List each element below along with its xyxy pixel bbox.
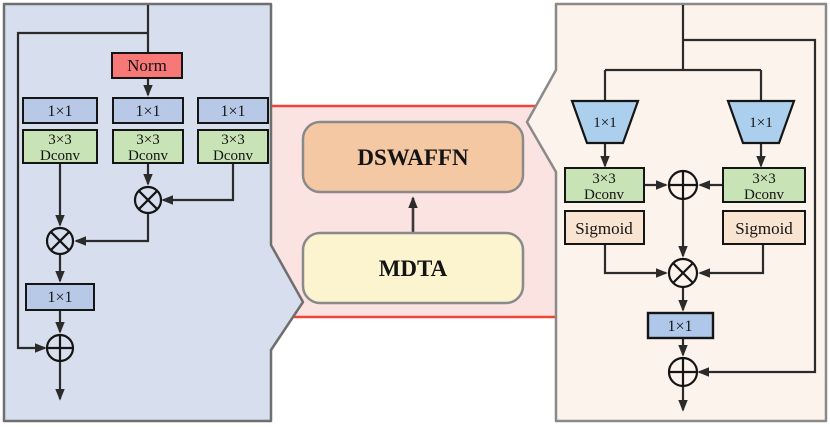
conv1x1-right-label: 1×1 [220,103,245,120]
norm-label: Norm [127,56,167,75]
add-op-residual-plus-icon [669,358,697,386]
dconv-left-label-line2: Dconv [40,148,80,164]
sigmoid-right-box [722,210,806,245]
conv1x1-right-box [197,97,269,124]
conv1x1-out-label: 1×1 [47,289,72,306]
dconv-mid-label-line2: Dconv [128,148,168,164]
sigmoid-right-to-multiply-arrow [698,244,765,278]
right-dconv-to-mul1-arrow [161,163,235,205]
conv1x1-mid-label: 1×1 [135,103,160,120]
mul1-to-mul2-arrow [74,213,150,246]
conv1x1-fuse-label: 1×1 [667,318,692,335]
dswaffn-skip-connection [683,38,817,377]
conv1x1-out-box [25,283,95,311]
trapezoid-left-label: 1×1 [593,115,616,131]
multiply-op-2-cross-icon [50,231,70,251]
conv1x1-trapezoid-right [726,99,796,145]
dconv-gate-right-line2: Dconv [744,187,784,203]
dswaffn-split-lines [603,68,763,100]
multiply-op-gate-cross-icon [672,262,694,284]
conv1x1-fuse-box [646,311,715,340]
mdta-flow-lines [16,5,235,401]
conv1x1-left-box [22,97,98,124]
dconv-mid-label-line1: 3×3 [136,132,159,148]
norm-box [111,52,183,79]
dswaffn-boxes: 1×1 1×1 3×3 Dconv 3×3 Dconv Sigmoid Sigm… [564,99,806,340]
sigmoid-left-label: Sigmoid [575,219,633,238]
dswaffn-operators [667,169,699,388]
conv1x1-mid-box [112,97,184,124]
mdta-boxes: Norm 1×1 1×1 1×1 3×3 Dconv 3×3 Dconv 3×3… [22,52,269,311]
dconv-left-box [22,129,98,164]
mdta-label: MDTA [379,256,448,281]
sigmoid-left-box [564,210,645,245]
mdta-operators [45,185,163,363]
dconv-gate-left-box [564,167,645,203]
dswaffn-flow-lines [600,5,817,412]
dconv-gate-right-box [722,167,806,203]
dconv-left-label-line1: 3×3 [48,132,71,148]
dconv-right-label-line1: 3×3 [221,132,244,148]
dswaffn-block [301,120,525,194]
trapezoid-right-label: 1×1 [749,115,772,131]
dconv-mid-box [112,129,184,164]
multiply-op-1-cross-icon [138,190,158,210]
conv1x1-left-label: 1×1 [47,103,72,120]
add-op-gate-plus-icon [669,171,697,199]
conv1x1-trapezoid-left [570,99,640,145]
sigmoid-right-label: Sigmoid [735,219,793,238]
mdta-skip-connection [16,31,148,353]
sigmoid-left-to-multiply-arrow [603,244,668,278]
transformer-block: DSWAFFN MDTA [301,120,525,305]
dconv-gate-right-line1: 3×3 [752,171,775,187]
dconv-right-box [197,129,269,164]
dconv-gate-left-line2: Dconv [584,187,624,203]
dconv-gate-left-line1: 3×3 [592,171,615,187]
dconv-right-label-line2: Dconv [213,148,253,164]
mdta-block [301,231,525,305]
add-op-left-plus-icon [47,335,73,361]
dswaffn-label: DSWAFFN [357,145,469,170]
